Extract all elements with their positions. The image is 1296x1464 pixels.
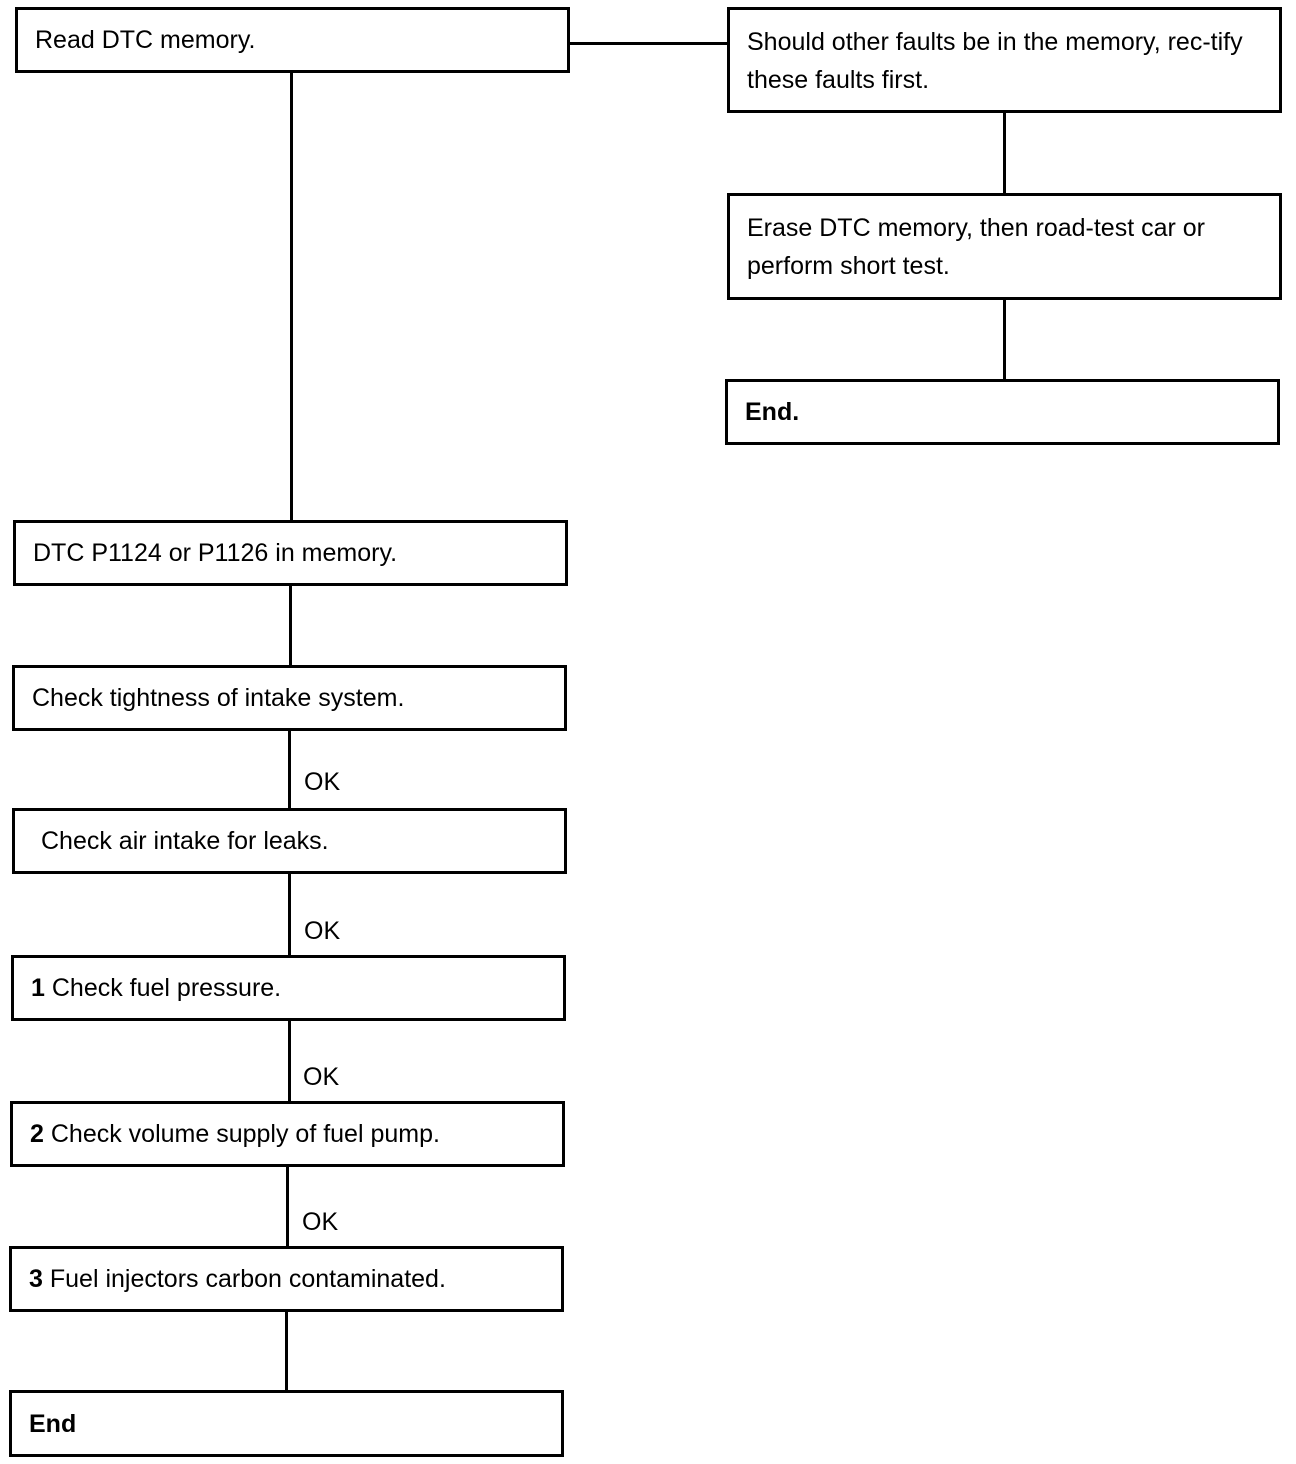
step-number-2: 2 [30,1120,44,1148]
injectors-contaminated-text: Fuel injectors carbon contaminated. [49,1265,446,1293]
step-number-3: 3 [29,1265,43,1293]
connector-read-to-dtc [290,72,293,522]
connector-read-to-other-faults [568,42,729,45]
injectors-contaminated-box: 3 Fuel injectors carbon contaminated. [9,1246,564,1312]
check-fuel-pressure-box: 1 Check fuel pressure. [11,955,566,1021]
connector-volume-to-injectors [286,1165,289,1248]
connector-dtc-to-tightness [289,584,292,667]
end-left-text: End [29,1409,77,1438]
other-faults-text: Should other faults be in the memory, re… [747,28,1243,94]
ok-label-3: OK [303,1063,340,1091]
connector-tightness-to-leaks [288,729,291,810]
other-faults-box: Should other faults be in the memory, re… [727,7,1282,113]
dtc-in-memory-box: DTC P1124 or P1126 in memory. [13,520,568,586]
end-right-box: End. [725,379,1280,445]
connector-erase-to-end [1003,298,1006,381]
ok-label-2: OK [304,917,341,945]
connector-other-faults-to-erase [1003,111,1006,195]
end-right-text: End. [745,398,800,426]
erase-dtc-text: Erase DTC memory, then road-test car or … [747,214,1206,280]
check-fuel-pressure-text: Check fuel pressure. [51,974,282,1002]
check-air-leaks-text: Check air intake for leaks. [41,827,329,855]
check-intake-tightness-box: Check tightness of intake system. [12,665,567,731]
erase-dtc-box: Erase DTC memory, then road-test car or … [727,193,1282,300]
connector-injectors-to-end [285,1310,288,1392]
dtc-in-memory-text: DTC P1124 or P1126 in memory. [33,539,398,567]
step-number-1: 1 [31,974,45,1002]
ok-label-1: OK [304,768,341,796]
check-pump-volume-box: 2 Check volume supply of fuel pump. [10,1101,565,1167]
read-dtc-memory-text: Read DTC memory. [35,26,256,54]
connector-pressure-to-volume [288,1019,291,1104]
ok-label-4: OK [302,1208,339,1236]
end-left-box: End [9,1390,564,1457]
check-air-leaks-box: Check air intake for leaks. [12,808,567,874]
connector-leaks-to-pressure [288,872,291,957]
read-dtc-memory-box: Read DTC memory. [15,7,570,73]
check-pump-volume-text: Check volume supply of fuel pump. [50,1120,440,1148]
check-intake-tightness-text: Check tightness of intake system. [32,684,405,712]
